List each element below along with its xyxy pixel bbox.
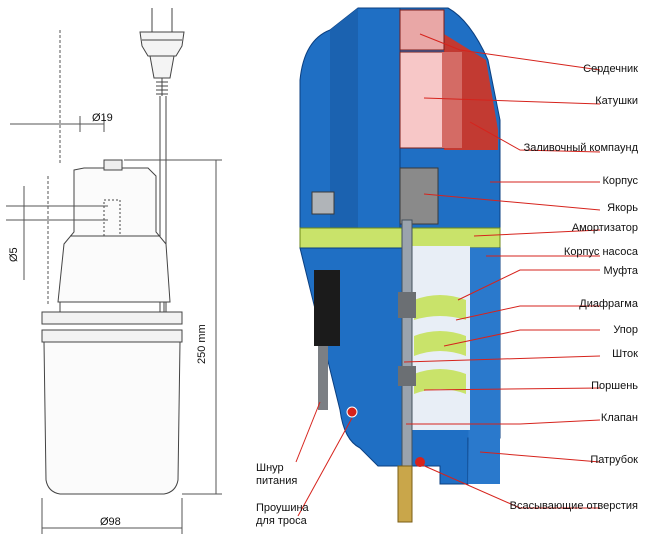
label-coupling: Муфта bbox=[603, 265, 638, 277]
dimension-height: 250 mm bbox=[196, 324, 208, 364]
label-anchor: Якорь bbox=[607, 202, 638, 214]
dimension-d98: Ø98 bbox=[100, 516, 121, 528]
label-nozzle: Патрубок bbox=[590, 454, 638, 466]
outline-drawing bbox=[6, 8, 222, 534]
dimension-lines bbox=[6, 30, 222, 534]
label-piston: Поршень bbox=[591, 380, 638, 392]
label-rod: Шток bbox=[612, 348, 638, 360]
pump-outline bbox=[41, 159, 183, 495]
label-compound: Заливочный компаунд bbox=[523, 142, 638, 154]
dimension-d19: Ø19 bbox=[92, 112, 113, 124]
dimension-d5: Ø5 bbox=[8, 247, 20, 262]
label-intake-holes: Всасывающие отверстия bbox=[509, 500, 638, 512]
label-stop: Упор bbox=[613, 324, 638, 336]
label-cable-loop: Проушина для троса bbox=[256, 502, 309, 527]
label-diaphragm: Диафрагма bbox=[579, 298, 638, 310]
label-valve: Клапан bbox=[600, 412, 638, 424]
cutaway-pump bbox=[299, 7, 501, 523]
label-power-cord: Шнур питания bbox=[256, 462, 298, 487]
label-coils: Катушки bbox=[595, 95, 638, 107]
leader-lines bbox=[295, 33, 601, 517]
label-core: Сердечник bbox=[583, 63, 638, 75]
label-pump-housing: Корпус насоса bbox=[563, 246, 638, 258]
plug-icon bbox=[139, 8, 185, 96]
label-shock-absorber: Амортизатор bbox=[571, 222, 638, 234]
label-housing: Корпус bbox=[602, 175, 638, 187]
